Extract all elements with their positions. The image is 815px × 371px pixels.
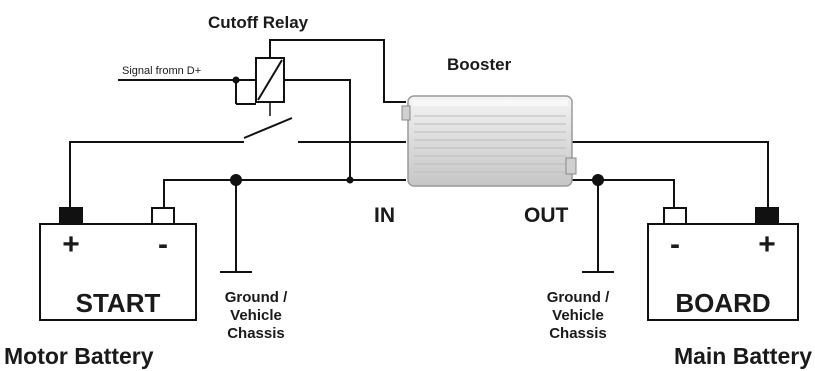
main-plus-wire [570,141,769,208]
start-plus-sign: + [62,228,80,261]
relay-control-wire [269,39,406,103]
junction-dot [592,174,604,186]
start-battery-body [39,223,197,321]
main-battery-body [647,223,799,321]
relay-title: Cutoff Relay [208,13,309,32]
junction-dot [346,176,354,184]
start-battery-name: START [76,288,161,318]
junction-dot [232,76,240,84]
junctions [230,76,604,186]
ground-right-label: Ground / Vehicle Chassis [547,289,610,342]
out-label: OUT [524,204,569,227]
main-plus-terminal [755,207,779,225]
junction-dot [230,174,242,186]
main-battery [647,207,799,321]
signal-label: Signal fromn D+ [122,65,201,77]
ground-left-line2: Vehicle [230,307,282,324]
ground-left-line3: Chassis [227,325,285,342]
start-plus-wire [69,141,244,208]
booster-heatsink-ribs [414,115,566,173]
ground-left-label: Ground / Vehicle Chassis [225,289,288,342]
start-minus-terminal [151,207,175,225]
relay-coil [255,57,285,116]
wiring [69,39,769,273]
booster-title: Booster [447,55,512,74]
ground-left-line1: Ground / [225,289,288,306]
ground-right-line2: Vehicle [552,307,604,324]
ground-right-line1: Ground / [547,289,610,306]
start-minus-wire [163,179,406,208]
main-minus-wire [570,179,675,208]
start-minus-sign: - [158,228,168,261]
booster-unit [401,95,577,187]
main-battery-caption: Main Battery [674,343,812,369]
start-plus-terminal [59,207,83,225]
main-minus-terminal [663,207,687,225]
in-label: IN [374,204,395,227]
main-battery-name: BOARD [675,288,770,318]
start-battery [39,207,197,321]
start-battery-caption: Motor Battery [4,343,154,369]
relay-switch-contact [243,117,293,139]
ground-right-line3: Chassis [549,325,607,342]
main-plus-sign: + [758,228,776,261]
relay-return-wire [284,79,351,180]
main-minus-sign: - [670,228,680,261]
